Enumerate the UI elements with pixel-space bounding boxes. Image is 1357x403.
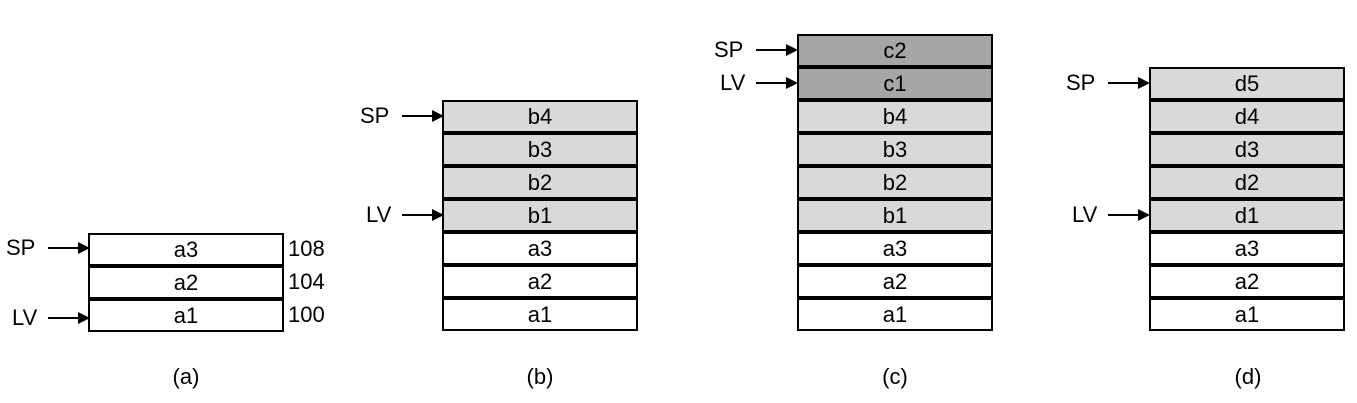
sp-label: SP: [6, 235, 36, 260]
lv-label: LV: [720, 70, 746, 95]
address-104: 104: [288, 269, 325, 294]
arrow-right-icon: [1108, 77, 1150, 89]
arrow-right-icon: [48, 242, 90, 254]
stack-cell-c1: c1: [797, 67, 993, 100]
lv-pointer-d: LV: [1072, 202, 1150, 227]
stack-cell-b2: b2: [797, 166, 993, 199]
address-100: 100: [288, 302, 325, 327]
arrow-right-icon: [402, 209, 444, 221]
stack-cell-a1: a1: [797, 298, 993, 331]
stack-cell-a3: a3: [797, 232, 993, 265]
stack-cell-a2: a2: [442, 265, 638, 298]
arrow-right-icon: [1108, 209, 1150, 221]
stack-cell-a2: a2: [797, 265, 993, 298]
stack-cell-b2: b2: [442, 166, 638, 199]
caption-a: (a): [172, 364, 200, 389]
lv-label: LV: [1072, 202, 1098, 227]
stack-cell-a3: a3: [1149, 232, 1345, 265]
stack-cell-b4: b4: [442, 100, 638, 133]
stack-cell-d5: d5: [1149, 67, 1345, 100]
lv-pointer-c: LV: [720, 70, 798, 95]
panel-b: SP LV b4 b3 b2 b1 a3 a2 a1 (b): [340, 0, 660, 403]
stack-cell-a3: a3: [442, 232, 638, 265]
arrow-right-icon: [756, 77, 798, 89]
sp-pointer-a: SP: [6, 235, 90, 260]
stack-cell-b3: b3: [797, 133, 993, 166]
caption-d: (d): [1234, 364, 1262, 389]
stack-cell-a2: a2: [1149, 265, 1345, 298]
caption-c: (c): [882, 364, 908, 389]
stack-cell-a1: a1: [1149, 298, 1345, 331]
stack-cell-b4: b4: [797, 100, 993, 133]
stack-cell-a2: a2: [88, 266, 284, 299]
sp-label: SP: [1066, 70, 1096, 95]
stack-cell-b1: b1: [797, 199, 993, 232]
sp-pointer-d: SP: [1066, 70, 1150, 95]
stack-cell-a1: a1: [442, 298, 638, 331]
stack-cell-a1: a1: [88, 299, 284, 332]
stack-cell-d4: d4: [1149, 100, 1345, 133]
arrow-right-icon: [48, 312, 90, 324]
sp-pointer-c: SP: [714, 37, 798, 62]
lv-pointer-b: LV: [366, 202, 444, 227]
stack-cell-b3: b3: [442, 133, 638, 166]
panel-a: SP LV a3 a2 a1 108 104 100 (a): [0, 0, 340, 403]
arrow-right-icon: [402, 110, 444, 122]
sp-label: SP: [360, 103, 390, 128]
lv-label: LV: [366, 202, 392, 227]
stack-cell-c2: c2: [797, 34, 993, 67]
stack-cell-b1: b1: [442, 199, 638, 232]
address-108: 108: [288, 236, 325, 261]
caption-b: (b): [526, 364, 554, 389]
arrow-right-icon: [756, 44, 798, 56]
sp-label: SP: [714, 37, 744, 62]
stack-cell-a3: a3: [88, 233, 284, 266]
lv-pointer-a: LV: [12, 305, 90, 330]
panel-c: SP LV c2 c1 b4 b3 b2 b1 a3 a2 a1 (c): [680, 0, 1020, 403]
stack-cell-d1: d1: [1149, 199, 1345, 232]
panel-d: SP LV d5 d4 d3 d2 d1 a3 a2 a1 (d): [1030, 0, 1357, 403]
sp-pointer-b: SP: [360, 103, 444, 128]
lv-label: LV: [12, 305, 38, 330]
stack-cell-d3: d3: [1149, 133, 1345, 166]
stack-cell-d2: d2: [1149, 166, 1345, 199]
